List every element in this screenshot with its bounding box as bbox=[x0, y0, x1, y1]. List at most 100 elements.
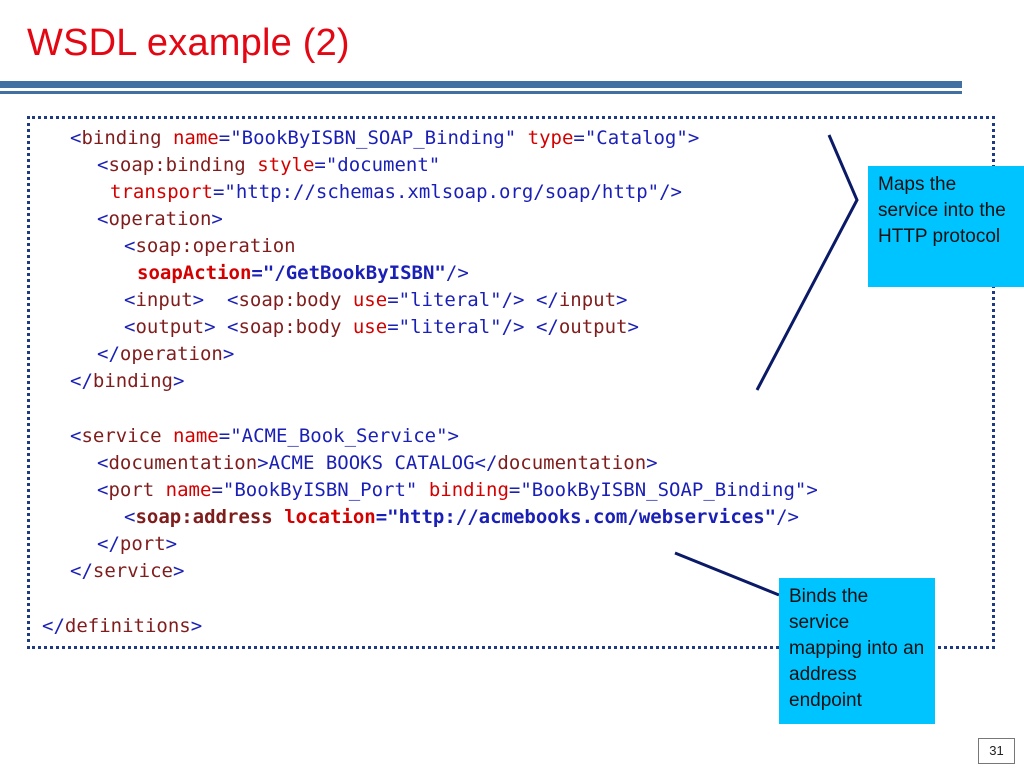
code-token: /> bbox=[659, 181, 682, 203]
code-token: > bbox=[165, 533, 178, 555]
callout-pointer-address bbox=[674, 551, 780, 597]
code-token: < bbox=[227, 316, 239, 338]
code-token: service bbox=[81, 425, 162, 447]
title-divider-thin bbox=[0, 91, 962, 94]
code-token: "BookByISBN_SOAP_Binding" bbox=[520, 479, 807, 501]
code-token: soap:address bbox=[135, 506, 273, 528]
code-token: </ bbox=[42, 615, 65, 637]
code-token: = bbox=[387, 316, 399, 338]
code-listing-frame: <binding name="BookByISBN_SOAP_Binding" … bbox=[27, 116, 995, 649]
code-token: /> bbox=[776, 506, 799, 528]
code-token: port bbox=[108, 479, 155, 501]
code-line-soap-binding: <soap:binding style="document" bbox=[97, 152, 440, 179]
code-line-soap-operation: <soap:operation bbox=[124, 233, 296, 260]
code-token: "Catalog" bbox=[584, 127, 688, 149]
code-line-service-close: </service> bbox=[70, 558, 184, 585]
code-token: </ bbox=[70, 370, 93, 392]
code-token: = bbox=[387, 289, 399, 311]
code-token: = bbox=[251, 262, 263, 284]
code-token: "http://acmebooks.com/webservices" bbox=[387, 506, 777, 528]
code-token: > bbox=[447, 425, 459, 447]
code-token: input bbox=[135, 289, 193, 311]
code-token: > bbox=[190, 615, 203, 637]
code-token: port bbox=[119, 533, 166, 555]
code-token: ACME BOOKS CATALOG bbox=[268, 452, 475, 474]
callout-http-mapping: Maps the service into the HTTP protocol bbox=[868, 166, 1024, 287]
code-token: < bbox=[124, 289, 136, 311]
code-line-port-close: </port> bbox=[97, 531, 177, 558]
code-token: "ACME_Book_Service" bbox=[230, 425, 448, 447]
code-token: </ bbox=[474, 452, 498, 474]
code-token: output bbox=[558, 316, 628, 338]
code-token: < bbox=[124, 235, 136, 257]
code-token: = bbox=[375, 506, 388, 528]
code-token: name bbox=[172, 127, 219, 149]
code-token: = bbox=[212, 181, 225, 203]
code-line-soap-address: <soap:address location="http://acmebooks… bbox=[124, 504, 799, 531]
code-token: name bbox=[172, 425, 219, 447]
code-token: = bbox=[218, 425, 231, 447]
code-line-output: <output> <soap:body use="literal"/> </ou… bbox=[124, 314, 639, 341]
code-token: soap:body bbox=[238, 316, 342, 338]
code-line-binding-open: <binding name="BookByISBN_SOAP_Binding" … bbox=[70, 125, 699, 152]
code-token: < bbox=[227, 289, 239, 311]
code-token: > bbox=[172, 560, 185, 582]
code-token: name bbox=[165, 479, 212, 501]
code-token: > bbox=[627, 316, 639, 338]
code-token: < bbox=[97, 452, 109, 474]
code-token: /> bbox=[501, 289, 525, 311]
code-token: service bbox=[92, 560, 173, 582]
code-token: > bbox=[172, 370, 185, 392]
code-token: "BookByISBN_Port" bbox=[222, 479, 418, 501]
code-token: type bbox=[527, 127, 574, 149]
code-token: use bbox=[352, 316, 388, 338]
code-token: binding bbox=[92, 370, 173, 392]
code-token: "document" bbox=[325, 154, 441, 176]
code-token: style bbox=[257, 154, 315, 176]
code-token: binding bbox=[81, 127, 162, 149]
code-line-operation-open: <operation> bbox=[97, 206, 223, 233]
code-token: "/GetBookByISBN" bbox=[262, 262, 446, 284]
code-token: operation bbox=[119, 343, 223, 365]
code-token: > bbox=[211, 208, 223, 230]
code-token: "literal" bbox=[398, 316, 502, 338]
slide-title: WSDL example (2) bbox=[27, 22, 350, 64]
page-number: 31 bbox=[978, 738, 1015, 764]
callout-address-binding: Binds the service mapping into an addres… bbox=[779, 578, 935, 724]
code-token: "BookByISBN_SOAP_Binding" bbox=[230, 127, 517, 149]
code-token: > bbox=[646, 452, 658, 474]
code-token: = bbox=[211, 479, 223, 501]
code-token: < bbox=[70, 425, 82, 447]
code-token: > bbox=[204, 316, 216, 338]
code-token: < bbox=[124, 316, 136, 338]
code-token: = bbox=[314, 154, 326, 176]
code-token: location bbox=[284, 506, 376, 528]
code-token: documentation bbox=[108, 452, 258, 474]
code-token: input bbox=[558, 289, 617, 311]
code-token: soap:binding bbox=[108, 154, 246, 176]
code-token: transport bbox=[110, 181, 213, 203]
code-token: > bbox=[257, 452, 269, 474]
code-token: binding bbox=[428, 479, 509, 501]
code-token: = bbox=[218, 127, 231, 149]
code-token: documentation bbox=[497, 452, 647, 474]
code-token: use bbox=[352, 289, 388, 311]
code-line-transport: transport="http://schemas.xmlsoap.org/so… bbox=[110, 179, 682, 206]
code-token: </ bbox=[535, 316, 559, 338]
code-token: </ bbox=[70, 560, 93, 582]
code-token: /> bbox=[445, 262, 469, 284]
code-token: > bbox=[806, 479, 818, 501]
code-token: soapAction bbox=[137, 262, 252, 284]
code-token: "literal" bbox=[398, 289, 502, 311]
code-token: < bbox=[97, 479, 109, 501]
code-line-binding-close: </binding> bbox=[70, 368, 184, 395]
code-line-port-open: <port name="BookByISBN_Port" binding="Bo… bbox=[97, 477, 818, 504]
code-line-operation-close: </operation> bbox=[97, 341, 234, 368]
callout-brace-http bbox=[755, 134, 859, 391]
code-token: > bbox=[222, 343, 235, 365]
code-token: > bbox=[687, 127, 700, 149]
code-token: = bbox=[508, 479, 521, 501]
code-line-service-open: <service name="ACME_Book_Service"> bbox=[70, 423, 459, 450]
code-token: = bbox=[573, 127, 585, 149]
